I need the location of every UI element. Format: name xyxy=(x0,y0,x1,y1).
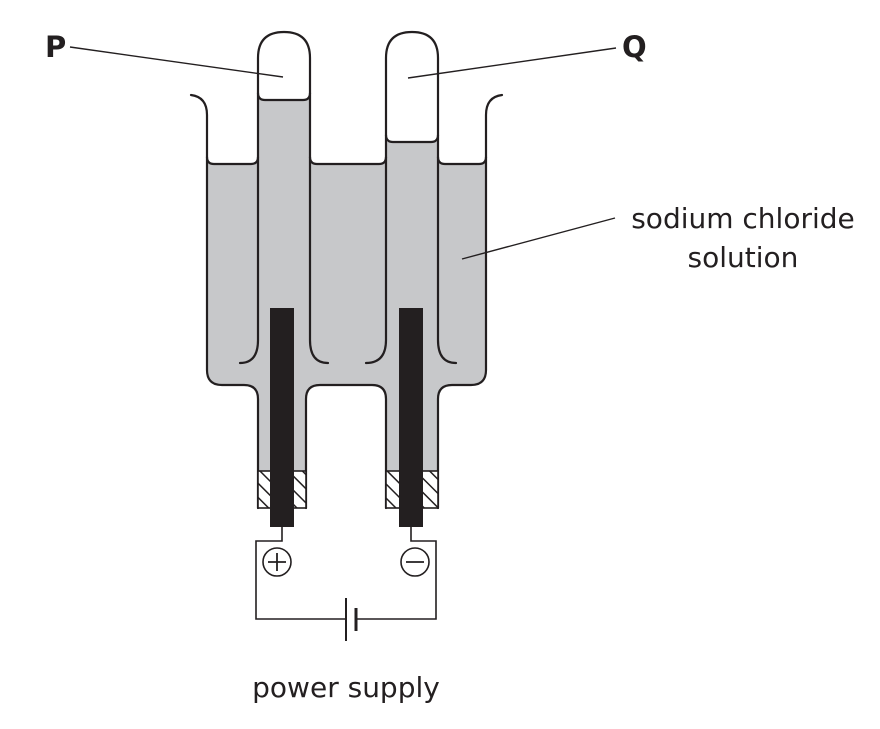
surface-middle xyxy=(308,155,388,166)
leader-p xyxy=(69,46,284,78)
tube-q xyxy=(364,30,458,365)
tube-p-meniscus xyxy=(256,91,312,102)
wire-left xyxy=(255,527,346,620)
leader-q xyxy=(407,47,617,79)
surface-left xyxy=(205,155,260,166)
beaker-outline xyxy=(189,93,260,510)
solution-fill xyxy=(207,163,486,508)
label-solution-line2: solution xyxy=(688,241,799,274)
label-power-supply: power supply xyxy=(252,671,440,704)
tube-q-meniscus xyxy=(384,133,440,144)
tube-p-liquid xyxy=(258,99,310,169)
leader-solution xyxy=(461,217,616,260)
tube-p xyxy=(238,30,330,365)
label-solution-line1: sodium chloride xyxy=(631,202,855,235)
surface-right xyxy=(436,155,488,166)
tube-q-liquid xyxy=(386,142,438,172)
electrode-cathode xyxy=(399,308,423,527)
label-q: Q xyxy=(622,30,647,64)
wire-right xyxy=(356,527,437,620)
beaker-outline-right xyxy=(436,93,504,510)
label-p: P xyxy=(45,30,66,64)
positive-terminal-icon xyxy=(262,547,292,577)
beaker-outline-middle xyxy=(304,383,388,510)
negative-terminal-icon xyxy=(400,547,430,577)
electrode-anode xyxy=(270,308,294,527)
